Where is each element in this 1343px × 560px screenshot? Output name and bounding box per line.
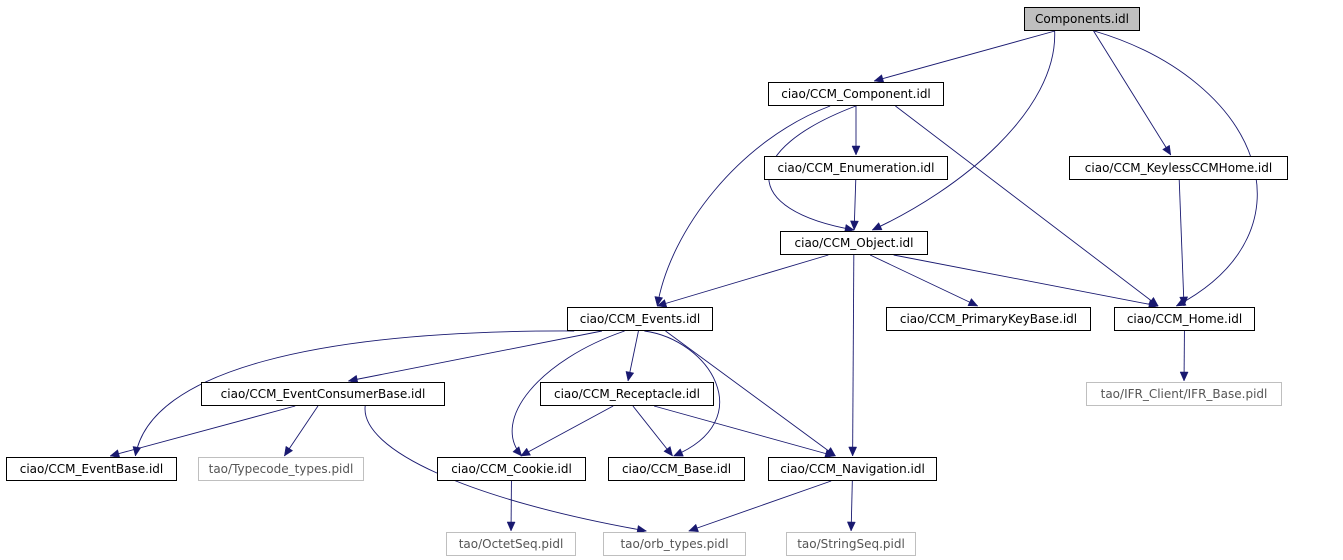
- edge-ccm-eventconsumerbase-to-typecode-types: [283, 405, 319, 457]
- node-ccm-eventconsumerbase-idl[interactable]: ciao/CCM_EventConsumerBase.idl: [201, 382, 445, 406]
- node-typecode-types-pidl[interactable]: tao/Typecode_types.pidl: [198, 457, 364, 481]
- edge-ccm-receptacle-to-ccm-base: [632, 405, 673, 457]
- node-ccm-object-idl[interactable]: ciao/CCM_Object.idl: [780, 231, 928, 255]
- edge-ccm-enumeration-to-ccm-object-arrowhead: [850, 220, 859, 231]
- edge-ccm-events-to-ccm-navigation: [665, 330, 836, 457]
- edge-ccm-object-to-ccm-primarykeybase-arrowhead: [967, 298, 979, 307]
- edge-ccm-object-to-ccm-home: [893, 254, 1159, 307]
- edge-ccm-events-to-ccm-base: [644, 330, 721, 457]
- edge-ccm-eventconsumerbase-to-typecode-types-arrowhead: [284, 445, 294, 457]
- edge-ccm-component-to-ccm-events: [656, 105, 831, 307]
- edge-ccm-events-to-ccm-eventbase: [134, 330, 575, 457]
- edge-ccm-events-to-ccm-eventconsumerbase: [348, 330, 603, 382]
- node-orb-types-pidl[interactable]: tao/orb_types.pidl: [603, 532, 746, 556]
- edge-ccm-navigation-to-orb-types-arrowhead: [688, 523, 699, 533]
- node-ccm-home-idl[interactable]: ciao/CCM_Home.idl: [1114, 307, 1255, 331]
- edge-ccm-receptacle-to-ccm-base-arrowhead: [663, 446, 673, 457]
- edge-ccm-navigation-to-stringseq-arrowhead: [846, 521, 856, 532]
- edge-ccm-keylessccmhome-to-ccm-home: [1178, 179, 1185, 307]
- edge-ccm-object-to-ccm-events-arrowhead: [656, 299, 668, 308]
- node-ccm-navigation-idl[interactable]: ciao/CCM_Navigation.idl: [768, 457, 937, 481]
- edge-ccm-object-to-ccm-primarykeybase: [869, 254, 978, 307]
- node-ccm-receptacle-idl[interactable]: ciao/CCM_Receptacle.idl: [540, 382, 714, 406]
- edge-ccm-receptacle-to-ccm-navigation: [653, 405, 835, 457]
- edge-ccm-eventconsumerbase-to-ccm-eventbase: [109, 405, 296, 457]
- node-octetseq-pidl[interactable]: tao/OctetSeq.pidl: [446, 532, 576, 556]
- edge-components-to-ccm-keylessccmhome-arrowhead: [1162, 144, 1172, 156]
- node-ccm-eventbase-idl[interactable]: ciao/CCM_EventBase.idl: [6, 457, 177, 481]
- edge-ccm-object-to-ccm-navigation-arrowhead: [848, 446, 858, 457]
- edge-ccm-receptacle-to-ccm-cookie-arrowhead: [520, 447, 531, 457]
- edge-ccm-object-to-ccm-navigation: [852, 254, 855, 457]
- node-ccm-enumeration-idl[interactable]: ciao/CCM_Enumeration.idl: [764, 156, 948, 180]
- node-ccm-primarykeybase-idl[interactable]: ciao/CCM_PrimaryKeyBase.idl: [886, 307, 1091, 331]
- edge-ccm-cookie-to-octetseq-arrowhead: [506, 521, 516, 532]
- edge-ccm-receptacle-to-ccm-navigation-arrowhead: [824, 449, 836, 458]
- edge-ccm-component-to-ccm-events-arrowhead: [654, 296, 664, 307]
- node-ccm-events-idl[interactable]: ciao/CCM_Events.idl: [567, 307, 713, 331]
- edge-ccm-eventconsumerbase-to-ccm-eventbase-arrowhead: [109, 449, 121, 458]
- node-ccm-keylessccmhome-idl[interactable]: ciao/CCM_KeylessCCMHome.idl: [1069, 156, 1288, 180]
- node-components-idl[interactable]: Components.idl: [1024, 7, 1140, 31]
- node-stringseq-pidl[interactable]: tao/StringSeq.pidl: [786, 532, 916, 556]
- edge-components-to-ccm-object-arrowhead: [871, 222, 883, 231]
- edge-ccm-receptacle-to-ccm-cookie: [520, 405, 614, 457]
- edge-ccm-object-to-ccm-events: [656, 254, 829, 307]
- edge-ccm-events-to-ccm-receptacle-arrowhead: [625, 371, 635, 382]
- edge-components-to-ccm-object: [872, 30, 1056, 231]
- edge-ccm-component-to-ccm-enumeration-arrowhead: [851, 145, 861, 156]
- node-ifr-base-pidl[interactable]: tao/IFR_Client/IFR_Base.pidl: [1086, 382, 1282, 406]
- edge-components-to-ccm-keylessccmhome: [1093, 30, 1172, 156]
- edge-ccm-component-to-ccm-home: [895, 105, 1159, 307]
- edge-ccm-events-to-ccm-base-arrowhead: [673, 448, 684, 457]
- edge-ccm-keylessccmhome-to-ccm-home-arrowhead: [1179, 296, 1189, 307]
- edge-ccm-navigation-to-orb-types: [688, 480, 832, 532]
- edge-components-to-ccm-component-arrowhead: [873, 74, 885, 83]
- node-ccm-cookie-idl[interactable]: ciao/CCM_Cookie.idl: [437, 457, 586, 481]
- edge-components-to-ccm-component: [873, 30, 1055, 82]
- edge-ccm-home-to-ifr-base-arrowhead: [1179, 371, 1189, 382]
- edge-ccm-events-to-ccm-cookie: [511, 330, 625, 457]
- edge-ccm-events-to-ccm-cookie-arrowhead: [512, 446, 523, 457]
- node-ccm-base-idl[interactable]: ciao/CCM_Base.idl: [608, 457, 745, 481]
- node-ccm-component-idl[interactable]: ciao/CCM_Component.idl: [768, 82, 944, 106]
